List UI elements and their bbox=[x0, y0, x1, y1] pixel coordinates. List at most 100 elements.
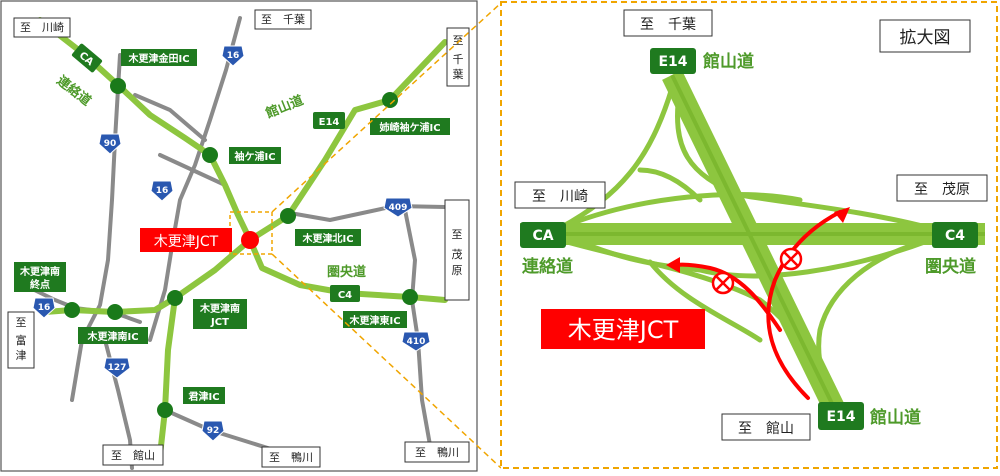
svg-text:千: 千 bbox=[453, 53, 464, 66]
svg-text:E14: E14 bbox=[319, 117, 340, 128]
svg-text:木更津金田IC: 木更津金田IC bbox=[127, 52, 189, 65]
arrowhead-west-icon bbox=[666, 257, 680, 273]
svg-text:至 鴨川: 至 鴨川 bbox=[269, 450, 313, 464]
arrow-to-west bbox=[674, 262, 782, 332]
prohibited-markers bbox=[711, 247, 803, 295]
svg-text:410: 410 bbox=[407, 337, 426, 347]
svg-text:至 千葉: 至 千葉 bbox=[640, 17, 696, 33]
svg-text:至 館山: 至 館山 bbox=[738, 420, 794, 437]
red-ramp-arrows bbox=[674, 210, 842, 400]
label-kisarazu-minami-jct: 木更津南 JCT bbox=[193, 299, 247, 329]
svg-text:16: 16 bbox=[38, 303, 51, 313]
node-kisarazu-kaneda bbox=[110, 78, 126, 94]
national-route-shields: 16 90 16 16 127 92 bbox=[32, 45, 431, 442]
svg-text:16: 16 bbox=[227, 51, 240, 61]
route-16-top-icon: 16 bbox=[221, 45, 245, 67]
node-kisarazu-minami-jct bbox=[167, 290, 183, 306]
arrowhead-east-icon bbox=[834, 207, 850, 223]
dest-futtsu-vertical: 至 富 津 bbox=[7, 311, 35, 369]
route-127-icon: 127 bbox=[103, 357, 131, 379]
road-route-409 bbox=[288, 204, 447, 222]
overview-map-frame bbox=[0, 0, 478, 472]
svg-text:16: 16 bbox=[156, 186, 169, 196]
route-name-tateyamado-bottom: 館山道 bbox=[869, 407, 921, 428]
route-410-icon: 410 bbox=[401, 331, 431, 352]
node-kisarazu-jct bbox=[241, 231, 259, 249]
overview-map: 至 川崎 至 千葉 至 千 葉 至 茂 原 至 富 津 bbox=[0, 0, 478, 472]
jct-label-left: 木更津JCT bbox=[140, 228, 232, 252]
svg-text:至 千葉: 至 千葉 bbox=[261, 12, 305, 26]
ramp-north-west bbox=[557, 85, 675, 231]
svg-text:至: 至 bbox=[452, 228, 463, 241]
interchange-nodes bbox=[64, 78, 418, 418]
svg-text:袖ケ浦IC: 袖ケ浦IC bbox=[233, 150, 275, 163]
shield-c4-left: C4 bbox=[330, 285, 360, 302]
svg-text:90: 90 bbox=[104, 139, 117, 149]
dest-mobara-vertical: 至 茂 原 bbox=[444, 199, 470, 301]
main-roads-shading bbox=[520, 74, 985, 421]
svg-text:至: 至 bbox=[453, 34, 464, 47]
label-kisarazu-kaneda: 木更津金田IC bbox=[121, 49, 197, 66]
shield-c4-right: C4 bbox=[932, 222, 978, 248]
ramp-nw-loop bbox=[637, 167, 703, 203]
node-kisarazu-higashi bbox=[402, 289, 418, 305]
arrow-south-to-east bbox=[766, 210, 842, 400]
svg-text:409: 409 bbox=[389, 203, 408, 213]
dest-chiba: 至 千葉 bbox=[254, 9, 312, 30]
svg-text:至 館山: 至 館山 bbox=[111, 448, 155, 462]
svg-text:木更津南IC: 木更津南IC bbox=[86, 330, 138, 343]
svg-text:C4: C4 bbox=[945, 228, 965, 244]
road-route-410 bbox=[403, 208, 432, 447]
svg-text:E14: E14 bbox=[658, 54, 687, 70]
callout-connectors bbox=[271, 2, 502, 469]
route-16-mid-icon: 16 bbox=[150, 180, 174, 202]
dest-chiba-vertical: 至 千 葉 bbox=[446, 27, 470, 87]
svg-text:終点: 終点 bbox=[30, 278, 50, 291]
enlarged-shields: E14 CA C4 E14 bbox=[520, 48, 978, 430]
route-409-icon: 409 bbox=[383, 197, 413, 218]
route-name-renrakudo-right: 連絡道 bbox=[522, 256, 573, 277]
svg-text:92: 92 bbox=[207, 426, 220, 436]
svg-text:原: 原 bbox=[452, 264, 463, 277]
svg-text:茂: 茂 bbox=[452, 247, 463, 261]
svg-text:至 川崎: 至 川崎 bbox=[20, 20, 64, 34]
label-kisarazu-minami-ic: 木更津南IC bbox=[78, 327, 148, 344]
dest-mobara-right: 至 茂原 bbox=[896, 174, 988, 202]
node-kimitsu bbox=[157, 402, 173, 418]
shield-e14-bottom: E14 bbox=[818, 402, 864, 430]
svg-text:葉: 葉 bbox=[453, 67, 464, 81]
route-92-icon: 92 bbox=[201, 420, 225, 442]
dest-kamogawa-1: 至 鴨川 bbox=[261, 446, 321, 468]
interchange-labels: 木更津金田IC 姉崎袖ケ浦IC 袖ケ浦IC 木更津北IC 木更津南 終点 bbox=[14, 49, 450, 404]
node-anegasaki-sodegaura bbox=[382, 92, 398, 108]
dest-tateyama-right: 至 館山 bbox=[721, 413, 811, 441]
svg-text:127: 127 bbox=[108, 363, 127, 373]
dest-chiba-right: 至 千葉 bbox=[623, 9, 713, 37]
route-90-icon: 90 bbox=[98, 133, 122, 155]
svg-text:至 鴨川: 至 鴨川 bbox=[415, 445, 459, 459]
node-sodegaura bbox=[202, 147, 218, 163]
label-kisarazu-kita: 木更津北IC bbox=[295, 229, 361, 246]
label-kisarazu-higashi: 木更津東IC bbox=[343, 311, 407, 328]
svg-text:木更津東IC: 木更津東IC bbox=[348, 314, 400, 327]
svg-text:富: 富 bbox=[16, 333, 27, 347]
route-16-left-icon: 16 bbox=[32, 297, 56, 319]
dest-tateyama: 至 館山 bbox=[102, 444, 164, 466]
svg-text:津: 津 bbox=[16, 349, 27, 362]
label-sodegaura: 袖ケ浦IC bbox=[229, 147, 281, 164]
node-kisarazu-kita bbox=[280, 208, 296, 224]
ramp-inner-loop bbox=[647, 259, 763, 343]
svg-text:姉崎袖ケ浦IC: 姉崎袖ケ浦IC bbox=[379, 121, 440, 134]
svg-text:木更津南: 木更津南 bbox=[19, 265, 60, 278]
shield-e14-top: E14 bbox=[650, 48, 696, 74]
shield-e14-left: E14 bbox=[313, 112, 345, 129]
road-kaneda-connector bbox=[133, 93, 207, 142]
svg-text:木更津南: 木更津南 bbox=[199, 302, 240, 315]
expressway-kimitsu-spur bbox=[157, 295, 178, 458]
road-sodegaura-connector bbox=[158, 153, 227, 187]
label-kimitsu: 君津IC bbox=[183, 387, 225, 404]
enlarged-route-names: 館山道 連絡道 圏央道 館山道 bbox=[522, 51, 976, 428]
label-anegasaki-sodegaura: 姉崎袖ケ浦IC bbox=[370, 118, 450, 135]
svg-text:至 川崎: 至 川崎 bbox=[532, 189, 588, 205]
svg-text:至 茂原: 至 茂原 bbox=[914, 181, 970, 198]
